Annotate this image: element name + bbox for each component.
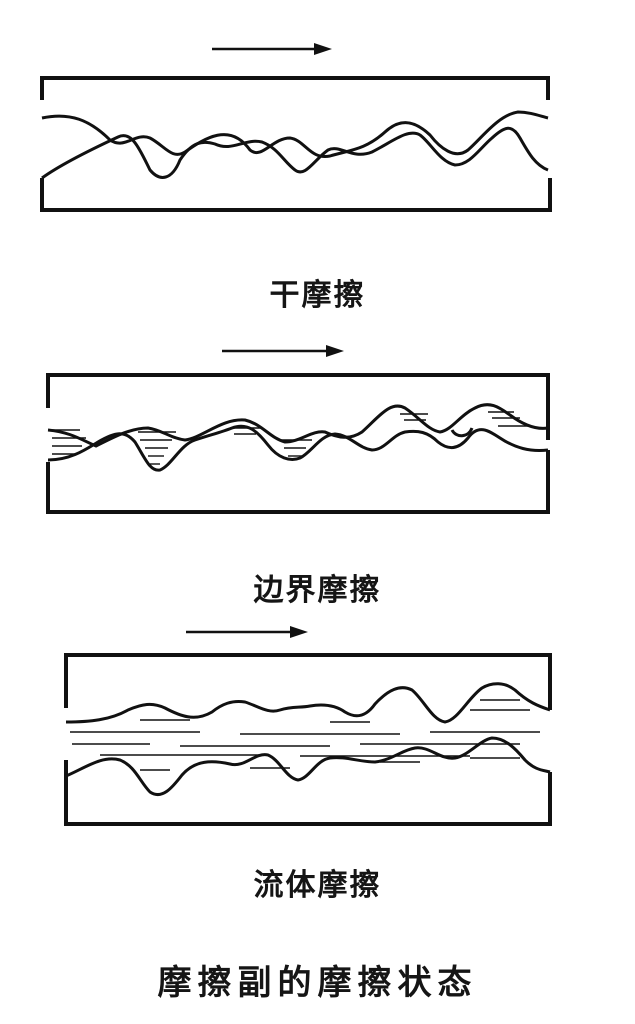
upper-rough-surface — [47, 403, 549, 448]
upper-rough-surface — [41, 110, 549, 158]
boundary-friction-diagram — [46, 345, 550, 514]
lower-surface-block — [46, 450, 550, 514]
right-arrow-icon — [186, 626, 308, 638]
fluid-friction-diagram — [64, 626, 552, 826]
lower-surface-block — [40, 178, 552, 212]
lower-rough-surface — [47, 424, 549, 472]
fluid-friction-caption: 流体摩擦 — [253, 868, 382, 903]
dry-friction-caption: 干摩擦 — [269, 278, 366, 313]
dry-friction-diagram — [40, 43, 552, 212]
right-arrow-icon — [222, 345, 344, 357]
oil-droplet — [450, 427, 474, 438]
upper-rough-surface — [65, 682, 551, 724]
upper-surface-block — [46, 373, 550, 440]
lower-surface-block — [64, 760, 552, 826]
figure-title: 摩擦副的摩擦状态 — [157, 963, 478, 1003]
lubricant-film-lines — [70, 699, 540, 771]
fluid-friction-panel: 流体摩擦 — [0, 610, 635, 903]
lower-rough-surface — [41, 126, 549, 180]
right-arrow-icon — [212, 43, 332, 55]
lower-rough-surface — [65, 736, 551, 797]
dry-friction-panel: 干摩擦 — [0, 0, 635, 313]
upper-surface-block — [40, 76, 550, 100]
boundary-friction-caption: 边界摩擦 — [253, 573, 382, 608]
boundary-friction-panel: 边界摩擦 — [0, 320, 635, 620]
upper-surface-block — [64, 653, 552, 710]
